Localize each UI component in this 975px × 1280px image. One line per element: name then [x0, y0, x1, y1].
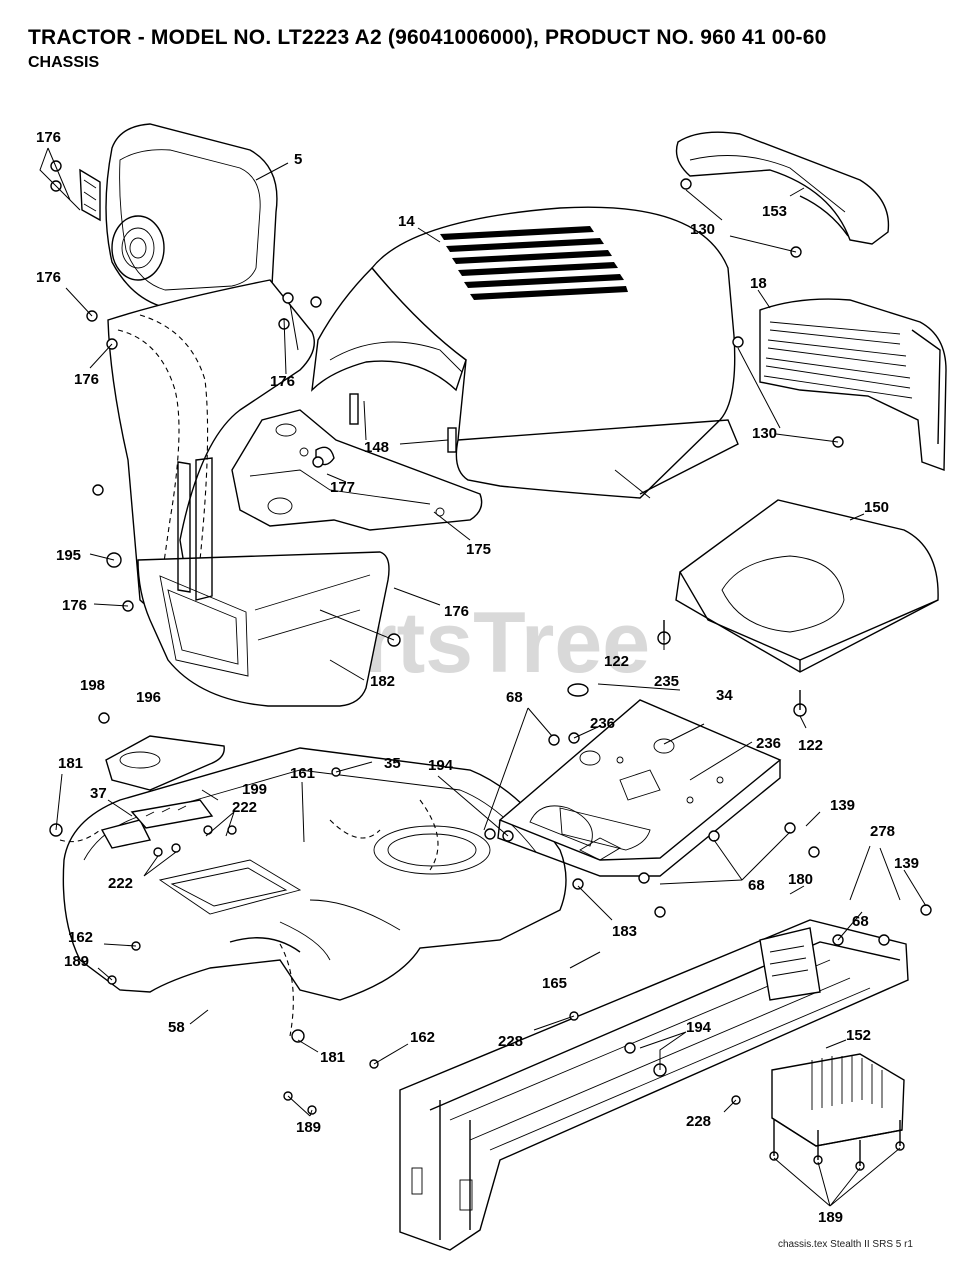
callout-152: 152 [846, 1027, 871, 1044]
seat-plate-part [497, 699, 782, 877]
callout-222: 222 [232, 799, 257, 816]
callout-139: 139 [830, 797, 855, 814]
callout-198: 198 [80, 677, 105, 694]
callout-181: 181 [58, 755, 83, 772]
callout-5: 5 [294, 151, 302, 168]
callout-68: 68 [506, 689, 523, 706]
callout-162: 162 [410, 1029, 435, 1046]
drawing-reference-note: chassis.tex Stealth II SRS 5 r1 [777, 1239, 913, 1250]
dashboard-tower-part [79, 123, 315, 611]
callout-176: 176 [36, 269, 61, 286]
callout-181: 181 [320, 1049, 345, 1066]
callout-182: 182 [370, 673, 395, 690]
hood-bracket-part [231, 409, 483, 531]
battery-tray-part [675, 499, 939, 673]
callout-34: 34 [716, 687, 733, 704]
callout-236: 236 [756, 735, 781, 752]
callout-130: 130 [690, 221, 715, 238]
callout-176: 176 [444, 603, 469, 620]
callout-183: 183 [612, 923, 637, 940]
frame-part [399, 919, 909, 1251]
callout-196: 196 [136, 689, 161, 706]
callout-194: 194 [686, 1019, 712, 1036]
seat-adjust-plate-part [105, 735, 225, 829]
callout-175: 175 [466, 541, 491, 558]
battery-bracket-part [771, 1053, 905, 1147]
callout-228: 228 [498, 1033, 523, 1050]
diagram-title: TRACTOR - MODEL NO. LT2223 A2 (960410060… [28, 26, 827, 49]
callout-18: 18 [750, 275, 767, 292]
callout-130: 130 [752, 425, 777, 442]
leader-lines [39, 147, 927, 1207]
callout-176: 176 [36, 129, 61, 146]
callout-199: 199 [242, 781, 267, 798]
callout-189: 189 [296, 1119, 321, 1136]
callout-161: 161 [290, 765, 315, 782]
callout-189: 189 [818, 1209, 843, 1226]
callout-222: 222 [108, 875, 133, 892]
callout-278: 278 [870, 823, 895, 840]
callout-176: 176 [74, 371, 99, 388]
front-bumper-part [675, 131, 890, 245]
callout-14: 14 [398, 213, 415, 230]
callout-176: 176 [270, 373, 295, 390]
callout-58: 58 [168, 1019, 185, 1036]
dash-panel-part [137, 457, 390, 707]
callout-194: 194 [428, 757, 454, 774]
callout-180: 180 [788, 871, 813, 888]
diagram-subtitle: CHASSIS [28, 54, 100, 71]
callout-148: 148 [364, 439, 389, 456]
callout-labels: 176 5 14 130 153 18 176 176 176 148 130 … [36, 129, 919, 1226]
callout-176: 176 [62, 597, 87, 614]
callout-68: 68 [748, 877, 765, 894]
callout-153: 153 [762, 203, 787, 220]
callout-150: 150 [864, 499, 889, 516]
callout-236: 236 [590, 715, 615, 732]
hood-part [311, 206, 739, 499]
callout-235: 235 [654, 673, 679, 690]
callout-195: 195 [56, 547, 81, 564]
callout-139: 139 [894, 855, 919, 872]
callout-165: 165 [542, 975, 567, 992]
hood-vents [440, 226, 628, 300]
callout-37: 37 [90, 785, 107, 802]
callout-177: 177 [330, 479, 355, 496]
callout-228: 228 [686, 1113, 711, 1130]
callout-68: 68 [852, 913, 869, 930]
callout-122: 122 [798, 737, 823, 754]
callout-35: 35 [384, 755, 401, 772]
callout-162: 162 [68, 929, 93, 946]
callout-122: 122 [604, 653, 629, 670]
grille-part [759, 298, 947, 471]
callout-189: 189 [64, 953, 89, 970]
